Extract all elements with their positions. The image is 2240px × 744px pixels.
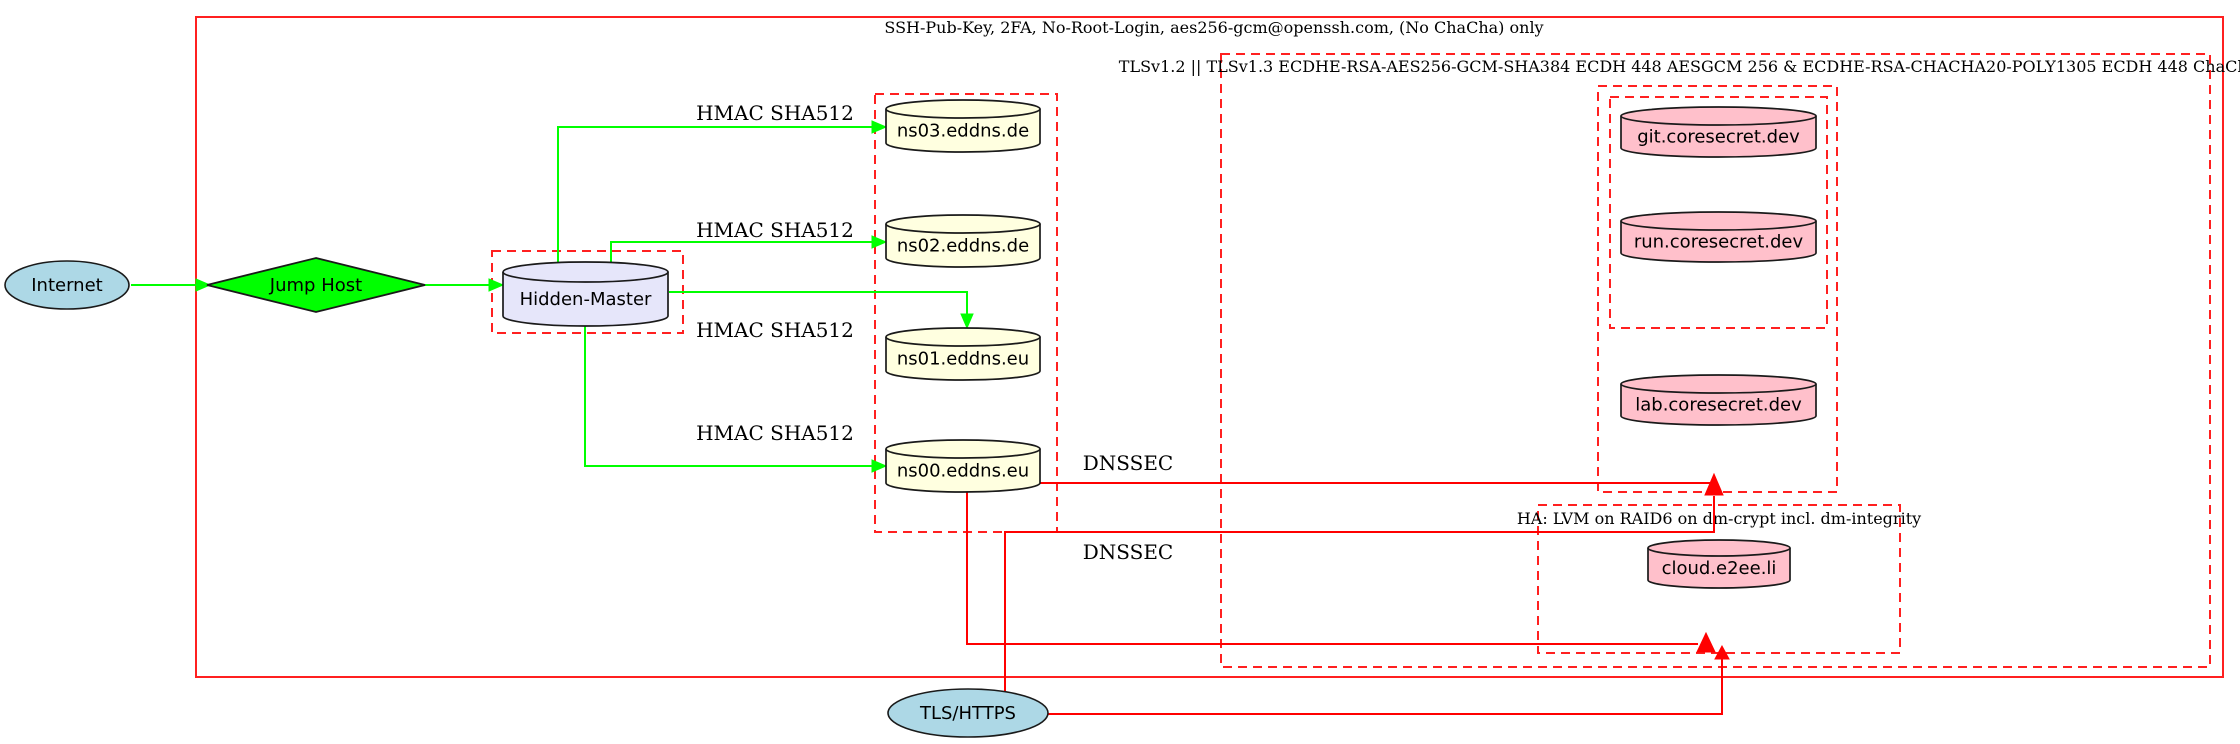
cluster-tls-box: [1220, 53, 2211, 668]
node-lab-coresecret-label: lab.coresecret.dev: [1635, 395, 1802, 416]
node-ns02-rim: [885, 223, 1041, 234]
cluster-outer-ssh-label: SSH-Pub-Key, 2FA, No-Root-Login, aes256-…: [884, 18, 1543, 37]
node-jump-host-label: Jump Host: [269, 275, 362, 296]
edge-tlshttps-to-ha: [1046, 658, 1723, 715]
node-jump-host-shape: [206, 257, 426, 313]
node-tls-https-shape: [887, 688, 1049, 738]
edge-hiddenmaster-to-ns02-arrowhead-icon: [871, 235, 888, 249]
edge-ns00-to-ha-arrowhead-icon: [1696, 631, 1716, 653]
edge-internet-to-jumphost-arrowhead-icon: [195, 278, 212, 292]
node-ns00-shape: [885, 439, 1041, 493]
cluster-ha-box-label: HA: LVM on RAID6 on dm-crypt incl. dm-in…: [1517, 509, 1921, 528]
node-hidden-master: Hidden-Master: [502, 261, 669, 327]
node-ns03: ns03.eddns.de: [885, 99, 1041, 153]
node-hidden-master-label: Hidden-Master: [520, 289, 652, 310]
edge-hiddenmaster-to-ns01-label: HMAC SHA512: [696, 318, 854, 342]
node-cloud-e2ee-label: cloud.e2ee.li: [1662, 558, 1777, 579]
cluster-coresecret-inner-box: [1609, 96, 1828, 329]
node-ns01-rim: [885, 336, 1041, 347]
node-tls-https: TLS/HTTPS: [887, 688, 1049, 738]
node-ns01: ns01.eddns.eu: [885, 327, 1041, 381]
node-cloud-e2ee-shape: [1647, 539, 1791, 589]
edge-hiddenmaster-to-ns00-label: HMAC SHA512: [696, 421, 854, 445]
node-ns03-rim: [885, 108, 1041, 119]
node-run-coresecret-label: run.coresecret.dev: [1634, 232, 1804, 253]
node-internet: Internet: [4, 260, 130, 310]
node-jump-host: Jump Host: [206, 257, 426, 313]
node-hidden-master-rim: [502, 271, 669, 283]
edge-ns00-to-ha-label: DNSSEC: [1083, 540, 1174, 564]
edge-tlshttps-to-ha-arrowhead-icon: [1714, 644, 1730, 660]
node-tls-https-label: TLS/HTTPS: [919, 703, 1016, 724]
node-ns03-label: ns03.eddns.de: [897, 121, 1029, 142]
node-ns03-shape: [885, 99, 1041, 153]
edge-ns00-to-coresecret-label: DNSSEC: [1083, 451, 1174, 475]
node-git-coresecret-rim: [1620, 115, 1817, 126]
node-run-coresecret-shape: [1620, 211, 1817, 263]
node-run-coresecret: run.coresecret.dev: [1620, 211, 1817, 263]
edge-hiddenmaster-to-ns01: [669, 291, 968, 314]
node-ns00: ns00.eddns.eu: [885, 439, 1041, 493]
node-ns02: ns02.eddns.de: [885, 214, 1041, 268]
node-ns00-rim: [885, 448, 1041, 459]
node-lab-coresecret-rim: [1620, 383, 1817, 394]
node-ns00-label: ns00.eddns.eu: [897, 461, 1029, 482]
edge-tlshttps-to-coresecret-arrowhead-icon: [1704, 472, 1724, 496]
node-internet-label: Internet: [31, 275, 102, 296]
edge-hiddenmaster-to-ns00: [584, 326, 872, 467]
edge-jumphost-to-hiddenmaster-arrowhead-icon: [488, 278, 505, 292]
node-ns01-label: ns01.eddns.eu: [897, 349, 1029, 370]
edge-hiddenmaster-to-ns00-arrowhead-icon: [871, 459, 888, 473]
cluster-outer-ssh: [195, 16, 2224, 678]
cluster-tls-box-label: TLSv1.2 || TLSv1.3 ECDHE-RSA-AES256-GCM-…: [1119, 57, 2240, 76]
node-git-coresecret-label: git.coresecret.dev: [1637, 127, 1800, 148]
node-cloud-e2ee: cloud.e2ee.li: [1647, 539, 1791, 589]
edge-ns00-to-ha: [966, 492, 1698, 645]
node-hidden-master-shape: [502, 261, 669, 327]
node-ns02-shape: [885, 214, 1041, 268]
edge-hiddenmaster-to-ns03: [557, 126, 872, 264]
node-run-coresecret-rim: [1620, 220, 1817, 231]
node-lab-coresecret-shape: [1620, 374, 1817, 426]
edge-hiddenmaster-to-ns03-label: HMAC SHA512: [696, 101, 854, 125]
edge-hiddenmaster-to-ns03-arrowhead-icon: [871, 120, 888, 134]
node-ns01-shape: [885, 327, 1041, 381]
node-cloud-e2ee-rim: [1647, 547, 1791, 557]
edge-hiddenmaster-to-ns01-arrowhead-icon: [960, 313, 974, 330]
node-git-coresecret: git.coresecret.dev: [1620, 106, 1817, 158]
edge-hiddenmaster-to-ns02: [610, 241, 872, 264]
node-ns02-label: ns02.eddns.de: [897, 236, 1029, 257]
node-lab-coresecret: lab.coresecret.dev: [1620, 374, 1817, 426]
node-internet-shape: [4, 260, 130, 310]
cluster-coresecret-outer-box: [1597, 85, 1838, 493]
node-git-coresecret-shape: [1620, 106, 1817, 158]
edge-tlshttps-to-coresecret: [1004, 496, 1715, 692]
edge-hiddenmaster-to-ns02-label: HMAC SHA512: [696, 218, 854, 242]
